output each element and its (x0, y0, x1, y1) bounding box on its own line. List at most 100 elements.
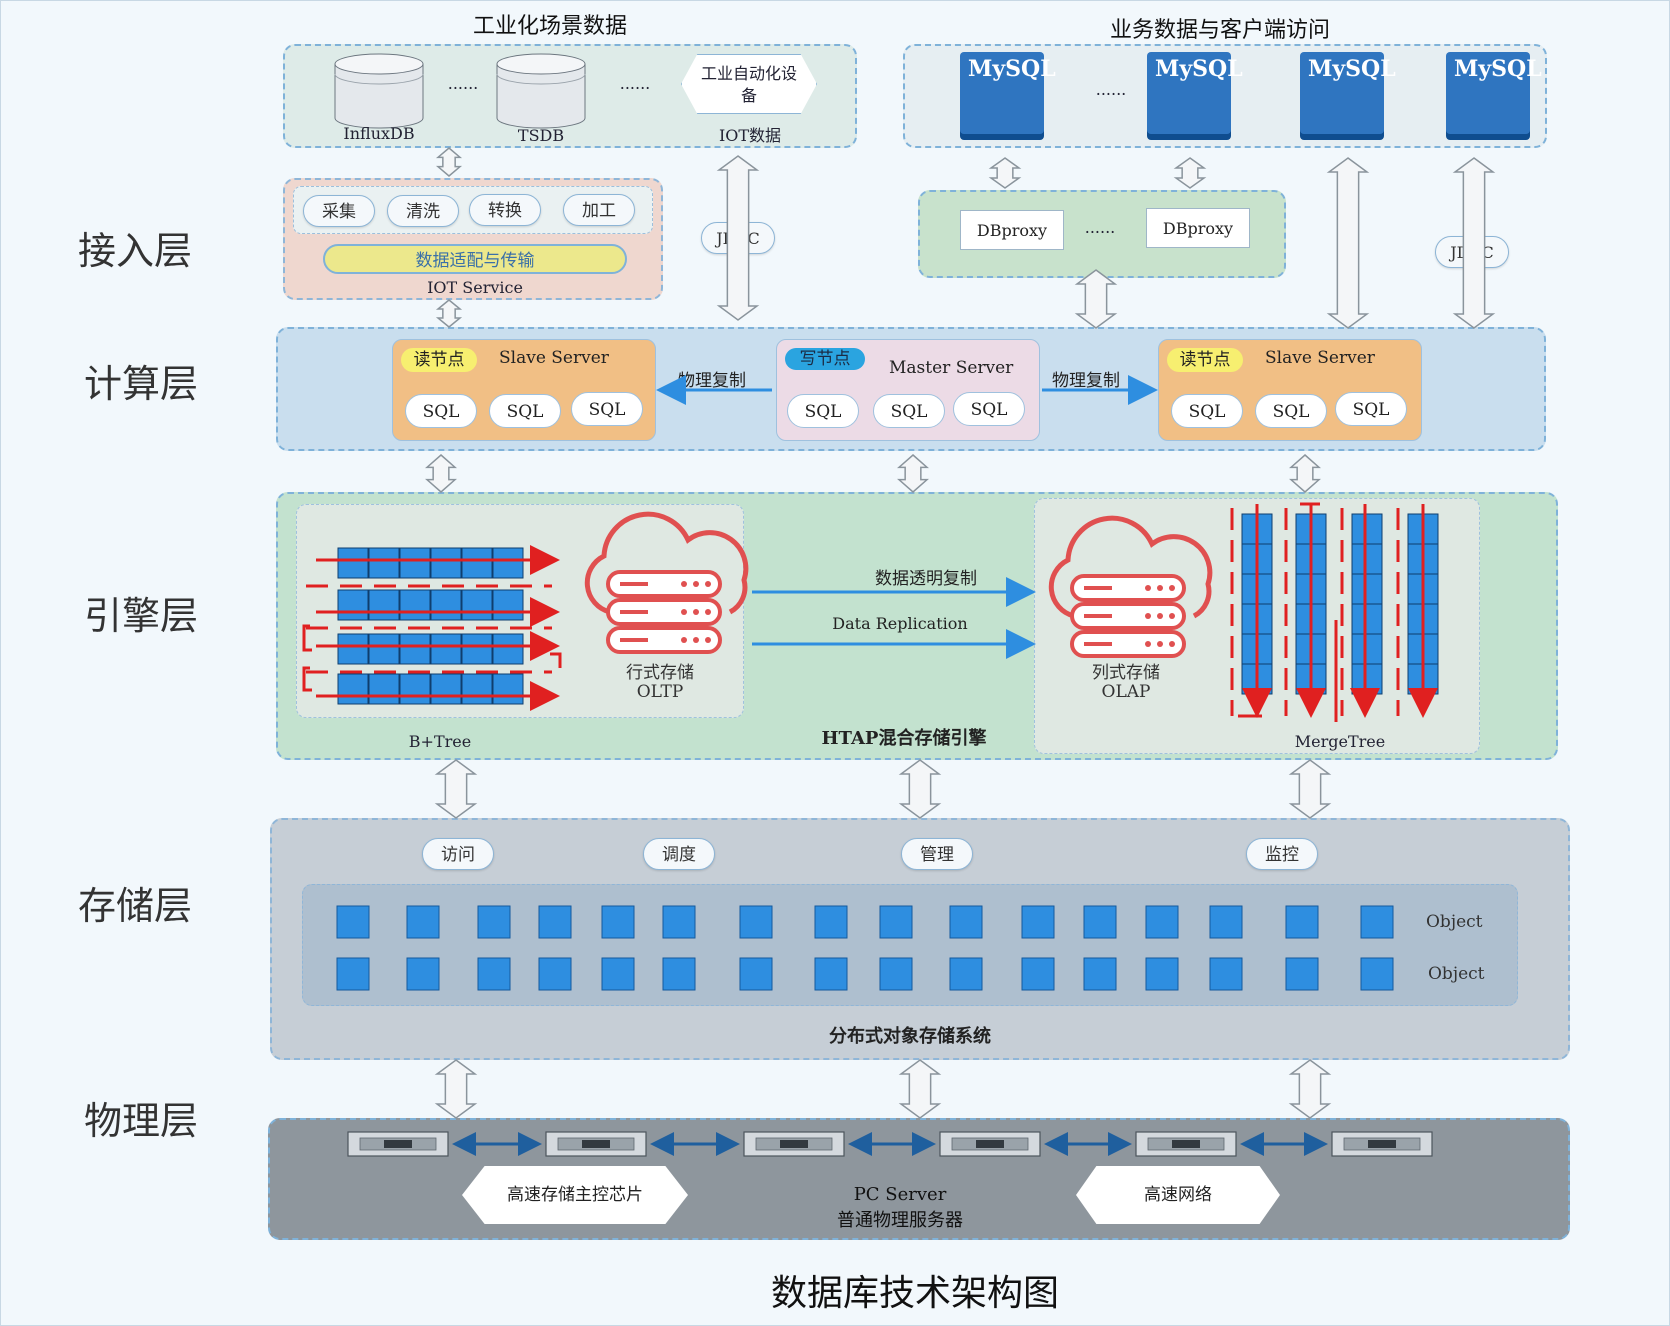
btree-block (337, 673, 369, 705)
storage-chip-box: 高速存储主控芯片 (462, 1166, 688, 1224)
sql-node: SQL (1255, 394, 1327, 428)
physical-servers (347, 1131, 1433, 1157)
btree-block (399, 589, 431, 621)
sql-node: SQL (489, 394, 561, 428)
object-cube (336, 957, 370, 991)
double-arrow (898, 759, 942, 819)
double-arrow (1289, 454, 1321, 493)
object-cube (477, 957, 511, 991)
ellipsis: ...... (619, 74, 651, 93)
server-name: Slave Server (1265, 348, 1375, 368)
double-arrow (898, 1059, 942, 1119)
object-cube (601, 905, 635, 939)
iot-service-panel: 采集 清洗 转换 加工 数据适配与传输 IOT Service (283, 178, 663, 300)
sql-node: SQL (1171, 394, 1243, 428)
step-collect: 采集 (303, 195, 375, 227)
mergetree-block (1351, 513, 1383, 545)
btree-block (492, 589, 524, 621)
double-arrow (1074, 269, 1118, 329)
diagram-title: 数据库技术架构图 (770, 1273, 1059, 1314)
object-cube (662, 905, 696, 939)
influxdb-cylinder-icon (334, 53, 424, 129)
scan-path (302, 624, 312, 652)
btree-block (368, 633, 400, 665)
htap-label: HTAP混合存储引擎 (821, 728, 987, 749)
col-store-text: 列式存储 (1092, 663, 1160, 683)
double-arrow (425, 454, 457, 493)
slave-server-left: 读节点 Slave Server SQL SQL SQL (392, 339, 656, 441)
object-cube (739, 905, 773, 939)
double-arrow (434, 759, 478, 819)
olap-text: OLAP (1101, 682, 1151, 702)
btree-block (461, 547, 493, 579)
iot-data-label: IOT数据 (718, 126, 782, 145)
sql-node: SQL (787, 394, 859, 428)
iot-service-label: IOT Service (427, 278, 523, 297)
industrial-data-heading: 工业化场景数据 (472, 14, 627, 39)
double-arrow (1326, 157, 1370, 329)
tsdb-label: TSDB (517, 126, 565, 145)
double-arrow (434, 1059, 478, 1119)
mysql-db-icon: MySQL (1300, 52, 1396, 134)
object-cube (739, 957, 773, 991)
btree-label: B+Tree (408, 732, 472, 751)
layer-label-engine: 引擎层 (84, 594, 199, 638)
btree-block (492, 673, 524, 705)
btree-block (368, 589, 400, 621)
sql-node: SQL (953, 392, 1025, 426)
mergetree-block (1351, 543, 1383, 575)
btree-block (461, 673, 493, 705)
server-vent (1172, 1140, 1200, 1148)
tsdb-cylinder-icon (496, 53, 586, 129)
influxdb-label: InfluxDB (343, 124, 415, 143)
btree-block (492, 547, 524, 579)
dbproxy-panel: DBproxy ...... DBproxy (918, 190, 1286, 278)
double-arrow (716, 155, 760, 321)
network-box: 高速网络 (1076, 1166, 1280, 1224)
layer-label-storage: 存储层 (78, 884, 193, 928)
object-label: Object (1426, 912, 1483, 932)
mergetree-label: MergeTree (1294, 732, 1386, 751)
double-arrow-group (425, 147, 1496, 1119)
data-replication-label: Data Replication (832, 614, 968, 633)
data-adapt-bar: 数据适配与传输 (323, 244, 627, 274)
object-cube (814, 905, 848, 939)
scan-path (302, 666, 312, 692)
object-cube (1360, 905, 1394, 939)
business-data-panel: MySQL ...... MySQL MySQL MySQL (903, 44, 1547, 148)
btree-block (368, 673, 400, 705)
server-vent (1368, 1140, 1396, 1148)
server-vent (976, 1140, 1004, 1148)
pc-server-line1: PC Server (853, 1184, 947, 1205)
mysql-db-icon: MySQL (1147, 52, 1243, 134)
write-node-tag: 写节点 (785, 348, 865, 370)
industrial-data-panel: InfluxDB TSDB ...... ...... 工业自动化设备 IOT数… (283, 44, 857, 148)
sql-node: SQL (1335, 392, 1407, 426)
business-data-heading: 业务数据与客户端访问 (1109, 18, 1330, 43)
layer-label-access: 接入层 (78, 229, 193, 273)
sql-node: SQL (571, 392, 643, 426)
mergetree-column-blocks (1230, 502, 1439, 722)
double-arrow (988, 157, 1022, 189)
object-cube (336, 905, 370, 939)
btree-block (368, 547, 400, 579)
slave-server-right: 读节点 Slave Server SQL SQL SQL (1158, 339, 1422, 441)
storage-op-schedule: 调度 (643, 838, 715, 870)
server-vent (384, 1140, 412, 1148)
mergetree-block (1351, 663, 1383, 695)
object-cube (1209, 905, 1243, 939)
object-cube (814, 957, 848, 991)
server-vent (780, 1140, 808, 1148)
server-name: Master Server (889, 358, 1014, 378)
server-vent (582, 1140, 610, 1148)
btree-block (337, 633, 369, 665)
step-process: 加工 (563, 194, 635, 226)
btree-block (399, 547, 431, 579)
double-arrow (435, 299, 463, 328)
master-server: 写节点 Master Server SQL SQL SQL (776, 339, 1040, 441)
layer-label-compute: 计算层 (84, 362, 199, 406)
btree-block (430, 589, 462, 621)
object-cube (1021, 905, 1055, 939)
dbproxy-node: DBproxy (1146, 208, 1250, 248)
